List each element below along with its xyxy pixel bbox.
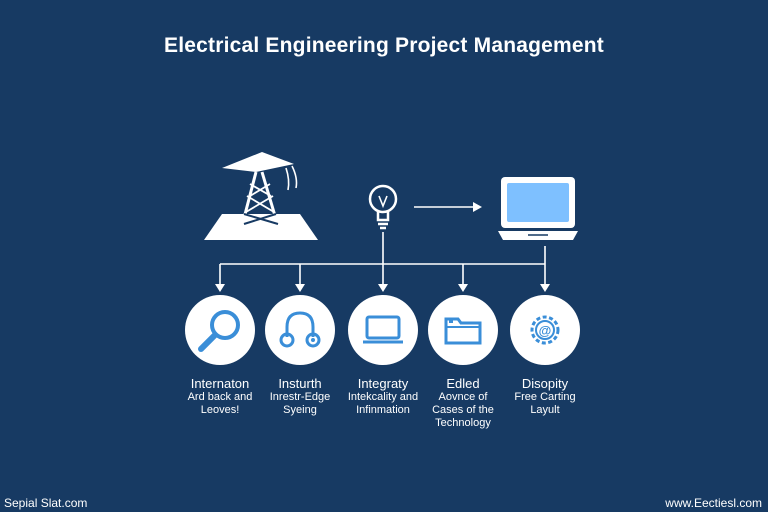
transmission-tower-icon — [204, 152, 318, 240]
node-integraty: Integraty Intekcality and Infinmation — [321, 295, 445, 417]
headphones-icon — [279, 311, 321, 348]
node-desc-line: Aovnce of — [438, 391, 488, 403]
node-desc-line: Leoves! — [200, 404, 240, 416]
node-desc-line: Inrestr-Edge — [269, 391, 331, 403]
node-label: Disopity — [521, 376, 569, 391]
node-desc-line: Layult — [530, 404, 560, 416]
node-label: Internaton — [190, 376, 250, 391]
laptop-icon — [498, 177, 578, 240]
node-label: Edled — [446, 376, 480, 391]
gear-at-icon: @ — [530, 315, 560, 345]
node-desc-line: Ard back and — [187, 391, 253, 403]
node-desc-line: Free Carting — [514, 391, 576, 403]
node-circle — [348, 295, 418, 365]
svg-text:@: @ — [539, 323, 552, 338]
node-insturth: Insturth Inrestr-Edge Syeing — [238, 295, 362, 417]
connector-lines — [219, 232, 546, 286]
node-disopity: @ Disopity Free Carting Layult — [483, 295, 607, 417]
folder-icon — [444, 317, 482, 345]
node-internaton: Internaton Ard back and Leoves! — [158, 295, 282, 417]
node-desc-line: Infinmation — [356, 404, 410, 416]
monitor-icon — [363, 315, 403, 344]
page-title: Electrical Engineering Project Managemen… — [164, 34, 604, 57]
node-desc-line: Technology — [435, 417, 491, 429]
connector-arrowheads — [215, 284, 550, 292]
footer-right-text: www.Eectiesl.com — [665, 496, 762, 510]
node-circle — [428, 295, 498, 365]
node-circle — [265, 295, 335, 365]
arrow-head-icon — [473, 202, 482, 212]
footer-left-text: Sepial Slat.com — [4, 496, 88, 510]
node-label: Integraty — [357, 376, 409, 391]
node-edled: Edled Aovnce of Cases of the Technology — [401, 295, 525, 430]
node-desc-line: Intekcality and — [347, 391, 419, 403]
lightbulb-icon — [368, 184, 398, 230]
magnifier-icon — [198, 310, 240, 352]
node-desc-line: Cases of the — [432, 404, 494, 416]
node-circle — [185, 295, 255, 365]
node-circle: @ — [510, 295, 580, 365]
node-label: Insturth — [278, 376, 322, 391]
node-desc-line: Syeing — [283, 404, 317, 416]
